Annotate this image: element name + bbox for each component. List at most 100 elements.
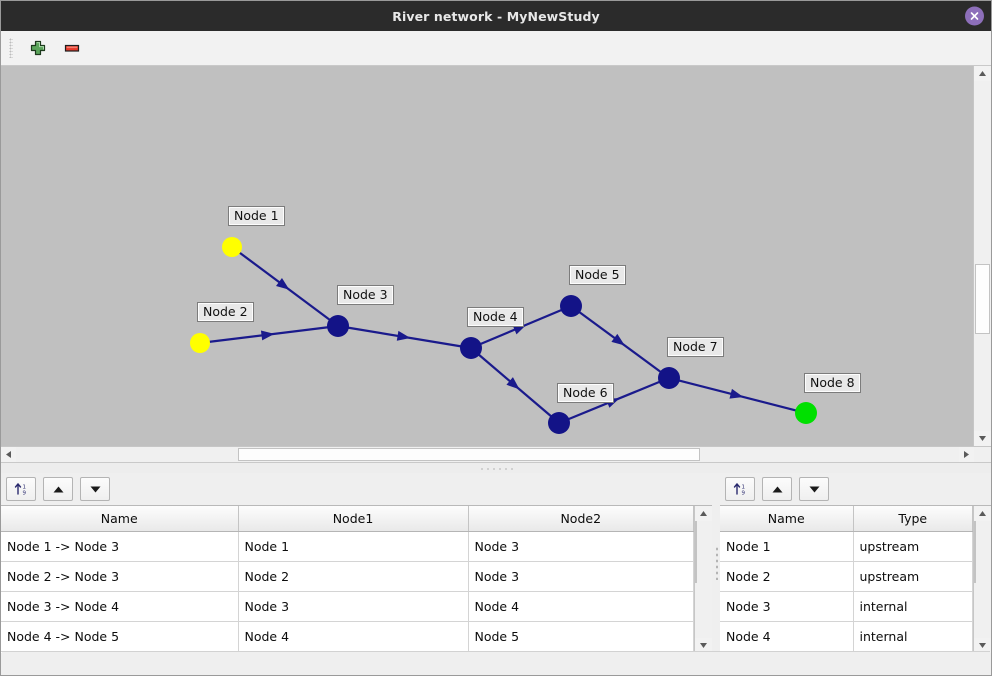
sort-icon[interactable]: 1 9 <box>6 477 36 501</box>
table-cell[interactable]: Node 1 -> Node 3 <box>1 531 239 562</box>
graph-vertical-scrollbar[interactable] <box>973 66 991 446</box>
column-header[interactable]: Name <box>720 506 854 532</box>
graph-node-label[interactable]: Node 1 <box>228 206 285 226</box>
toolbar-grip[interactable] <box>9 38 13 58</box>
column-header[interactable]: Type <box>853 506 973 532</box>
graph-vscroll-thumb[interactable] <box>975 264 990 334</box>
nodes-vscroll-track[interactable] <box>974 521 991 638</box>
remove-minus-icon[interactable] <box>61 37 83 59</box>
scroll-up-icon[interactable] <box>695 506 712 521</box>
table-cell[interactable]: internal <box>853 621 973 652</box>
arrow-down-icon[interactable] <box>80 477 110 501</box>
reaches-vscroll-track[interactable] <box>695 521 712 638</box>
reaches-vertical-scrollbar[interactable] <box>694 506 712 653</box>
scroll-up-icon[interactable] <box>974 66 991 81</box>
column-header[interactable]: Name <box>1 506 239 532</box>
table-cell[interactable]: Node 1 <box>720 531 854 562</box>
scrollbar-corner <box>974 447 991 462</box>
table-cell[interactable]: Node 1 <box>238 531 469 562</box>
table-cell[interactable]: Node 3 <box>720 591 854 622</box>
graph-node[interactable] <box>795 402 817 424</box>
reaches-toolbar: 1 9 <box>1 473 712 505</box>
table-cell[interactable]: Node 4 <box>468 591 694 622</box>
edge-arrow-icon <box>396 330 411 341</box>
graph-node[interactable] <box>327 315 349 337</box>
table-cell[interactable]: Node 5 <box>468 621 694 652</box>
vertical-splitter[interactable] <box>712 473 720 653</box>
scroll-down-icon[interactable] <box>974 638 991 653</box>
graph-node[interactable] <box>190 333 210 353</box>
graph-node-label[interactable]: Node 6 <box>557 383 614 403</box>
graph-node-label[interactable]: Node 5 <box>569 265 626 285</box>
arrow-up-icon[interactable] <box>43 477 73 501</box>
graph-horizontal-scrollbar[interactable] <box>1 446 991 462</box>
edge-arrow-icon <box>729 388 744 399</box>
graph-node[interactable] <box>560 295 582 317</box>
graph-node-label[interactable]: Node 4 <box>467 307 524 327</box>
table-cell[interactable]: Node 4 <box>720 621 854 652</box>
table-cell[interactable]: upstream <box>853 561 973 592</box>
scroll-down-icon[interactable] <box>974 431 991 446</box>
edge-arrow-icon <box>512 324 527 335</box>
graph-vscroll-track[interactable] <box>974 81 991 431</box>
nodes-toolbar: 1 9 <box>720 473 991 505</box>
table-cell[interactable]: Node 4 -> Node 5 <box>1 621 239 652</box>
graph-hscroll-track[interactable] <box>16 447 959 462</box>
table-cell[interactable]: upstream <box>853 531 973 562</box>
column-header[interactable]: Node2 <box>468 506 694 532</box>
graph-node[interactable] <box>658 367 680 389</box>
nodes-vertical-scrollbar[interactable] <box>973 506 991 653</box>
graph-node[interactable] <box>222 237 242 257</box>
column-header[interactable]: Node1 <box>238 506 469 532</box>
graph-node[interactable] <box>548 412 570 434</box>
graph-node-label[interactable]: Node 7 <box>667 337 724 357</box>
graph-node-label[interactable]: Node 2 <box>197 302 254 322</box>
graph-node-label[interactable]: Node 8 <box>804 373 861 393</box>
reaches-vscroll-thumb[interactable] <box>695 521 697 583</box>
close-icon[interactable] <box>965 6 984 26</box>
graph-canvas[interactable]: Node 1 Node 2 Node 3 Node 4 Node 5 Node 6 Node… <box>1 66 973 446</box>
table-cell[interactable]: internal <box>853 591 973 622</box>
graph-hscroll-thumb[interactable] <box>238 448 700 461</box>
nodes-vscroll-thumb[interactable] <box>974 521 976 583</box>
scroll-right-icon[interactable] <box>959 447 974 462</box>
horizontal-splitter[interactable] <box>1 462 991 473</box>
table-cell[interactable]: Node 2 <box>238 561 469 592</box>
table-cell[interactable]: Node 2 <box>720 561 854 592</box>
window-title: River network - MyNewStudy <box>392 8 600 24</box>
sort-icon[interactable]: 1 9 <box>725 477 755 501</box>
title-bar: River network - MyNewStudy <box>1 1 991 31</box>
graph-node[interactable] <box>460 337 482 359</box>
table-cell[interactable]: Node 4 <box>238 621 469 652</box>
main-toolbar <box>1 31 991 66</box>
svg-text:9: 9 <box>23 491 27 497</box>
table-cell[interactable]: Node 3 <box>468 561 694 592</box>
table-cell[interactable]: Node 3 <box>468 531 694 562</box>
scroll-up-icon[interactable] <box>974 506 991 521</box>
splitter-grip <box>479 466 513 470</box>
arrow-up-icon[interactable] <box>762 477 792 501</box>
add-plus-icon[interactable] <box>27 37 49 59</box>
scroll-left-icon[interactable] <box>1 447 16 462</box>
river-network-graph-view: Node 1 Node 2 Node 3 Node 4 Node 5 Node 6 Node… <box>1 66 991 462</box>
scroll-down-icon[interactable] <box>695 638 712 653</box>
table-cell[interactable]: Node 3 -> Node 4 <box>1 591 239 622</box>
arrow-down-icon[interactable] <box>799 477 829 501</box>
table-cell[interactable]: Node 2 -> Node 3 <box>1 561 239 592</box>
table-cell[interactable]: Node 3 <box>238 591 469 622</box>
graph-node-label[interactable]: Node 3 <box>337 285 394 305</box>
